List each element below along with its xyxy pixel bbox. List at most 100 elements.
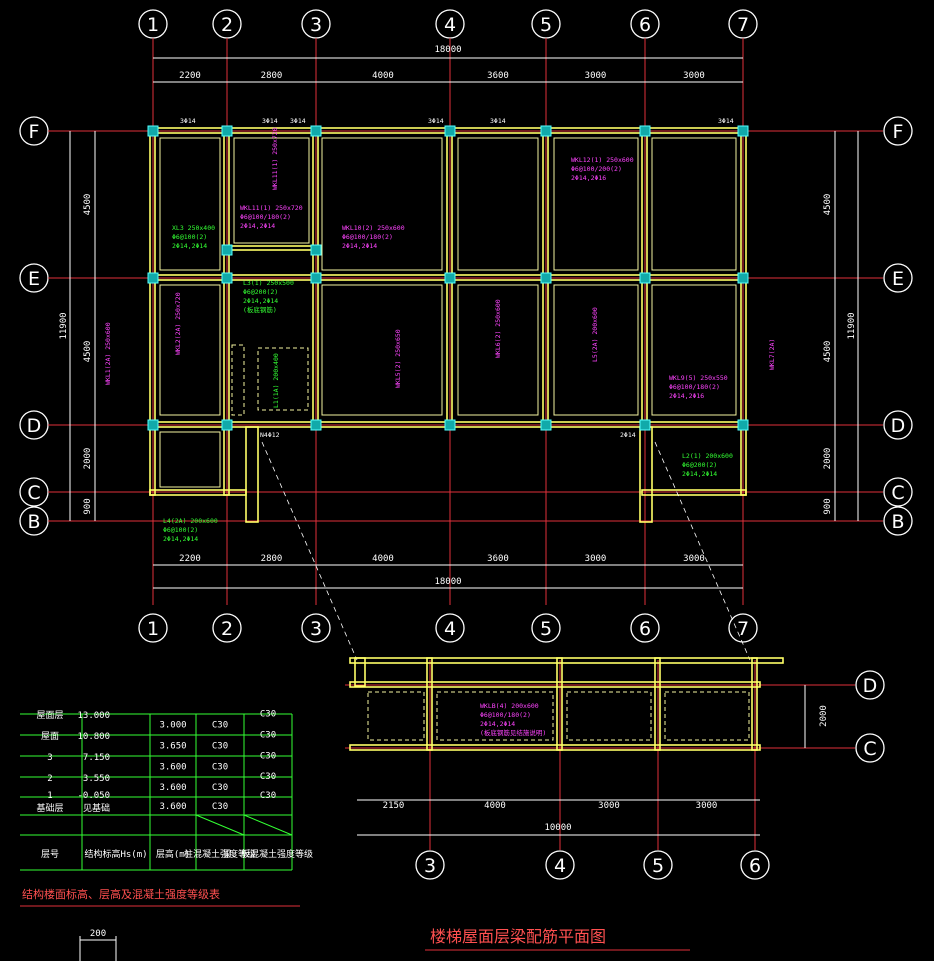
beam-label-l3-1: L3(1) 250x500	[243, 279, 294, 287]
detail-axis-bottom-6: 6	[740, 850, 770, 880]
table-elev-5: 见基础	[83, 802, 110, 814]
table-conc1-4: C30	[212, 802, 228, 812]
dim-left-total: 11900	[59, 312, 69, 339]
axis-bubble-right-B-label: B	[891, 511, 904, 533]
table-floor-0: 屋面层	[36, 710, 63, 721]
axis-bubble-left-D: D	[19, 410, 49, 440]
table-conc2-3: C30	[260, 772, 276, 782]
detail-dim-3: 3000	[696, 801, 718, 811]
beam-label-wkl10-3: 2Φ14,2Φ14	[342, 242, 377, 250]
detail-axis-bottom-6-label: 6	[749, 855, 761, 877]
axis-bubble-top-4-label: 4	[444, 14, 456, 36]
detail-label-wklb-2: Φ6@100/180(2)	[480, 711, 531, 719]
bar-label-4: 3Φ14	[428, 117, 444, 125]
beam-label-wkl4: WKL11(1) 250x720	[271, 127, 279, 190]
table-header-2: 层高(m)	[156, 848, 190, 860]
column-6	[737, 125, 749, 137]
table-floor-2: 3	[47, 753, 52, 763]
column-8	[221, 272, 233, 284]
axis-bubble-bottom-3: 3	[301, 613, 331, 643]
table-elev-3: 3.550	[83, 774, 110, 784]
dim-left-1: 4500	[83, 341, 93, 363]
table-elev-2: 7.150	[83, 753, 110, 763]
axis-bubble-right-E: E	[883, 263, 913, 293]
axis-bubble-top-4: 4	[435, 9, 465, 39]
total-dim-top: 18000	[434, 45, 461, 55]
dim-top-4: 3000	[585, 71, 607, 81]
beam-label-l4-3: 2Φ14,2Φ14	[163, 535, 198, 543]
axis-bubble-bottom-2-label: 2	[221, 618, 233, 640]
detail-label-wklb-4: (板底钢筋见结施说明)	[480, 728, 546, 737]
dimension-lines	[69, 57, 859, 589]
column-markers	[147, 125, 749, 431]
table-conc2-2: C30	[260, 752, 276, 762]
dim-right-1: 4500	[823, 341, 833, 363]
bar-label-3: 3Φ14	[290, 117, 306, 125]
table-conc1-5: C30	[212, 0, 228, 3]
axis-bubble-bottom-4: 4	[435, 613, 465, 643]
column-21	[221, 244, 233, 256]
axis-bubble-bottom-6-label: 6	[639, 618, 651, 640]
detail-dim-0: 2150	[383, 801, 405, 811]
beam-label-wkl5: WKL5(2) 250x650	[394, 329, 402, 388]
bar-label-2: 3Φ14	[262, 117, 278, 125]
table-header-1: 结构标高Hs(m)	[84, 848, 147, 860]
table-height-4: 3.600	[159, 802, 186, 812]
column-9	[310, 272, 322, 284]
beam-outlines	[149, 127, 747, 523]
axis-bubble-left-F: F	[19, 116, 49, 146]
column-16	[310, 419, 322, 431]
beam-label-l4-1: L4(2A) 200x600	[163, 517, 218, 525]
beam-label-xl3-3: 2Φ14,2Φ14	[172, 242, 207, 250]
detail-label-wklb-3: 2Φ14,2Φ14	[480, 720, 515, 728]
axis-bubble-bottom-1-label: 1	[147, 618, 159, 640]
dim-bottom-5: 3000	[683, 554, 705, 564]
beam-label-wkl11-1: WKL11(1) 250x720	[240, 204, 303, 212]
beam-label-group: WKL12(1) 250x600 Φ6@100/200(2) 2Φ14,2Φ16…	[104, 117, 776, 543]
dim-right-2: 2000	[823, 448, 833, 470]
scale-label: 200	[90, 929, 106, 939]
beam-label-wkl12-1: WKL12(1) 250x600	[571, 156, 634, 164]
axis-bubble-right-E-label: E	[892, 268, 904, 290]
axis-bubble-bottom-5-label: 5	[540, 618, 552, 640]
beam-label-wkl1: WKL1(2A) 250x600	[104, 322, 112, 385]
table-floor-3: 2	[47, 774, 52, 784]
table-conc1-2: C30	[212, 763, 228, 773]
axis-bubble-bottom-4-label: 4	[444, 618, 456, 640]
bar-label-2014: 2Φ14	[620, 431, 636, 439]
dim-bottom-4: 3000	[585, 554, 607, 564]
table-conc2-4: C30	[260, 791, 276, 801]
elevation-table	[20, 713, 293, 871]
axis-bubble-bottom-2: 2	[212, 613, 242, 643]
axis-bubble-left-E-label: E	[28, 268, 40, 290]
axis-bubble-bottom-7-label: 7	[737, 618, 749, 640]
axis-bubble-top-5: 5	[531, 9, 561, 39]
table-conc2-1: C30	[260, 731, 276, 741]
table-header-0: 层号	[41, 849, 59, 860]
column-11	[540, 272, 552, 284]
beam-label-wkl6: WKL6(2) 250x600	[494, 299, 502, 358]
beam-label-l1: L1(1A) 200x400	[272, 353, 280, 408]
bar-label-5: 3Φ14	[490, 117, 506, 125]
table-floor-4: 1	[47, 791, 52, 801]
axis-bubble-right-C: C	[883, 477, 913, 507]
axis-bubble-bottom-1: 1	[138, 613, 168, 643]
bar-label-n4: N4Φ12	[260, 431, 280, 439]
beam-label-l5: L5(2A) 200x600	[591, 307, 599, 362]
table-floor-1: 屋面	[41, 731, 59, 742]
beam-label-l2-3: 2Φ14,2Φ14	[682, 470, 717, 478]
beam-label-l2-2: Φ6@200(2)	[682, 461, 717, 469]
dim-left-2: 2000	[83, 448, 93, 470]
axis-bubble-right-F-label: F	[893, 121, 904, 143]
column-18	[540, 419, 552, 431]
beam-label-wkl7: WKL7(2A)	[768, 339, 776, 370]
table-floor-5: 基础层	[36, 802, 63, 814]
table-elev-4: -0.050	[77, 791, 110, 801]
column-20	[737, 419, 749, 431]
